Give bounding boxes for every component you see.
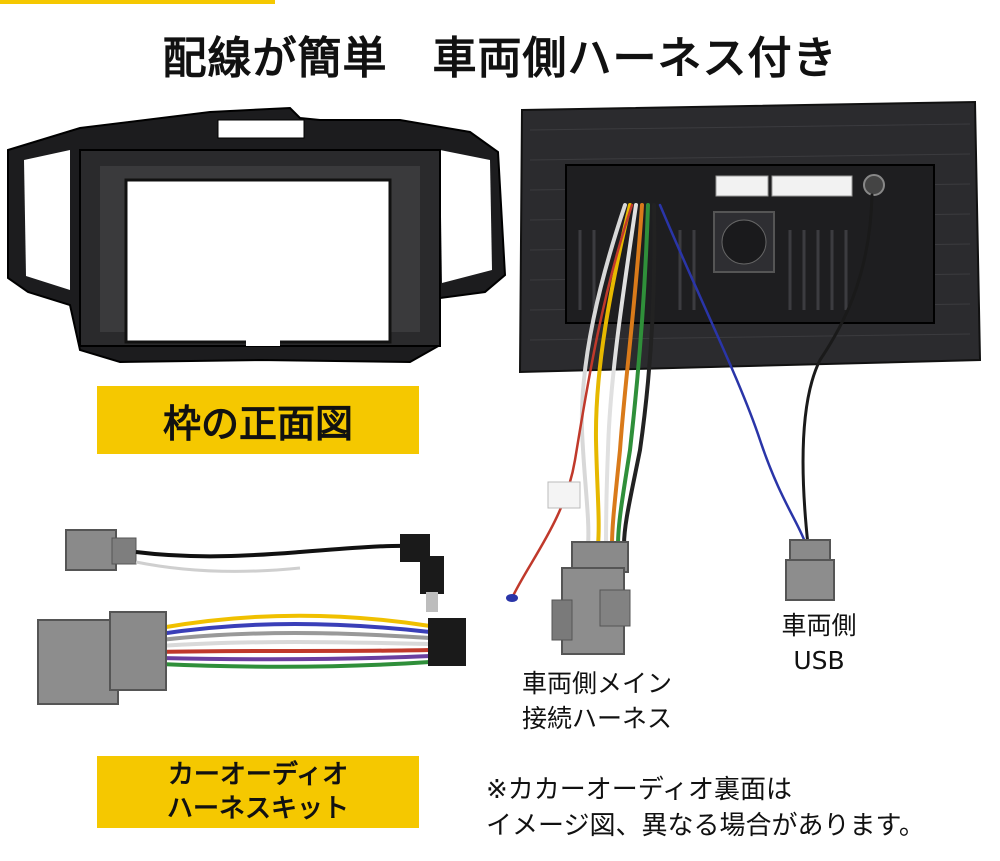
harness-kit-label: カーオーディオ ハーネスキット xyxy=(97,756,419,828)
wire-terminal xyxy=(506,594,518,602)
head-unit-back-image xyxy=(518,100,982,374)
usb-caption: 車両側 USB xyxy=(772,608,866,678)
disclaimer-note-line-2: イメージ図、異なる場合があります。 xyxy=(486,811,925,841)
disclaimer-note: ※カカーオーディオ裏面は イメージ図、異なる場合があります。 xyxy=(486,772,925,844)
disclaimer-note-line-1: ※カカーオーディオ裏面は xyxy=(486,775,792,805)
main-harness-caption-line-1: 車両側メイン xyxy=(522,669,673,698)
dash-frame-image xyxy=(7,106,507,364)
main-harness-connector xyxy=(551,541,631,655)
harness-kit-label-line-2: ハーネスキット xyxy=(166,794,349,824)
frame-front-label: 枠の正面図 xyxy=(97,386,419,454)
main-harness-caption: 車両側メイン 接続ハーネス xyxy=(522,666,672,736)
usb-connector xyxy=(785,539,835,601)
usb-caption-line-1: 車両側 xyxy=(781,611,857,640)
wire-tag xyxy=(547,481,581,509)
headline: 配線が簡単 車両側ハーネス付き xyxy=(162,33,838,84)
harness-kit-image xyxy=(37,529,466,705)
main-harness-wires xyxy=(510,193,874,600)
main-harness-caption-line-2: 接続ハーネス xyxy=(522,704,673,733)
top-accent-bar xyxy=(0,0,275,4)
harness-kit-label-line-1: カーオーディオ xyxy=(167,760,349,790)
usb-caption-line-2: USB xyxy=(793,646,845,675)
